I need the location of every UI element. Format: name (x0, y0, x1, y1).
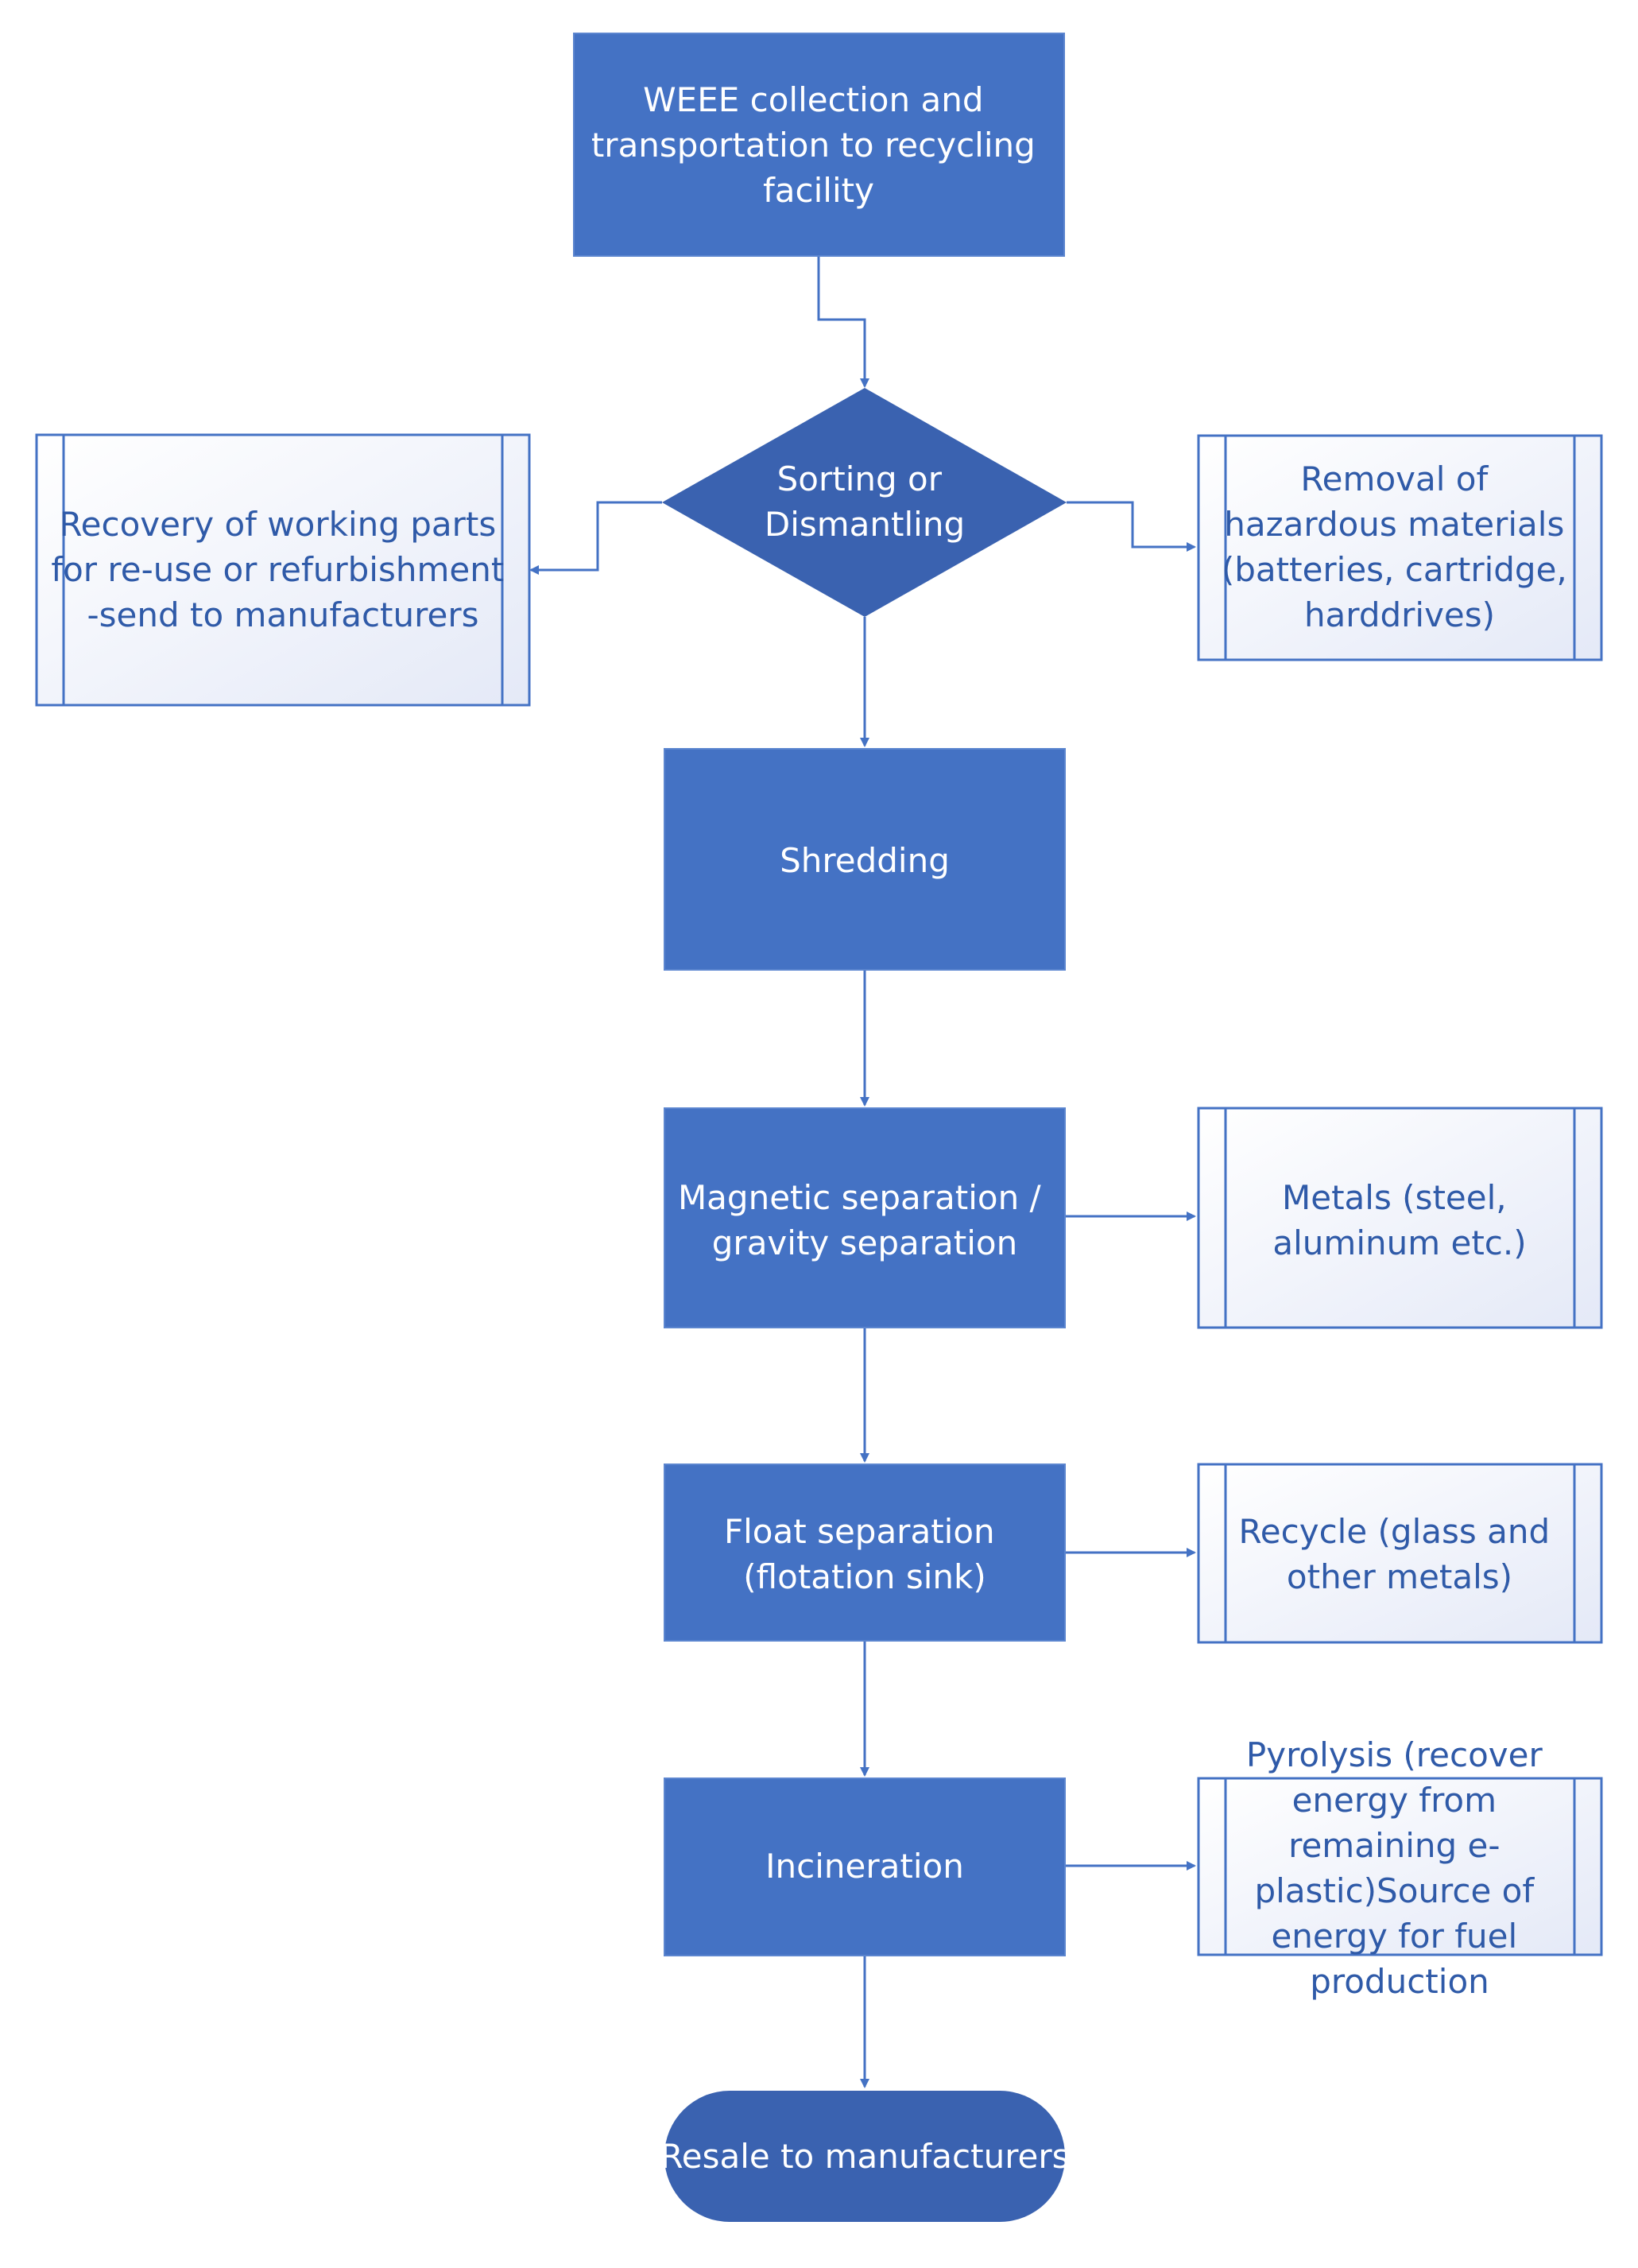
node-recovery-subprocess: Recovery of working parts for re-use or … (35, 433, 531, 707)
svg-text:Magnetic separation / gr: Magnetic separation / gravity separation (678, 1178, 1051, 1262)
connector-collection-to-sorting (817, 256, 869, 388)
recovery-label-line-3: -send to manufacturers (87, 595, 479, 634)
recycle-label-line-2: other metals) (1287, 1557, 1512, 1596)
magnetic-label-line-2: gravity separation (712, 1223, 1017, 1262)
svg-text:Shredding: Shredding (780, 841, 950, 880)
hazardous-label-line-2: hazardous materials (1224, 505, 1564, 544)
svg-text:Metals (steel, aluminum: Metals (steel, aluminum etc.) (1272, 1178, 1526, 1262)
svg-text:Pyrolysis (recover energ: Pyrolysis (recover energy from remaining… (1246, 1735, 1553, 2001)
hazardous-label-line-3: (batteries, cartridge, (1222, 550, 1567, 589)
node-pyrolysis-subprocess: Pyrolysis (recover energy from remaining… (1197, 1735, 1603, 2001)
pyrolysis-label-line-5: energy for fuel (1271, 1917, 1517, 1956)
connector-sorting-to-recovery (529, 501, 662, 575)
pyrolysis-label-line-3: remaining e- (1288, 1826, 1500, 1865)
svg-text:WEEE collection and tran: WEEE collection and transportation to re… (591, 80, 1046, 210)
collection-label-line-1: WEEE collection and (643, 80, 983, 119)
pyrolysis-label-line-1: Pyrolysis (recover (1246, 1735, 1543, 1774)
hazardous-label-line-4: harddrives) (1304, 595, 1495, 634)
svg-text:Resale to manufacturers: Resale to manufacturers (660, 2137, 1069, 2176)
collection-label-line-3: facility (763, 171, 874, 210)
svg-text:Recovery of working parts: Recovery of working parts for re-use or … (51, 505, 514, 634)
pyrolysis-label-line-2: energy from (1292, 1781, 1497, 1820)
pyrolysis-label-line-6: production (1310, 1962, 1489, 2001)
sorting-label-line-2: Dismantling (765, 505, 965, 544)
node-magnetic-separation: Magnetic separation / gravity separation (664, 1107, 1066, 1328)
metals-label-line-2: aluminum etc.) (1272, 1223, 1526, 1262)
node-shredding: Shredding (664, 748, 1066, 971)
node-sorting-decision: Sorting or Dismantling (662, 388, 1067, 617)
metals-label-line-1: Metals (steel, (1282, 1178, 1507, 1217)
svg-text:Recycle (glass and other: Recycle (glass and other metals) (1239, 1512, 1561, 1596)
connector-sorting-to-hazardous (1067, 501, 1196, 552)
recovery-label-line-1: Recovery of working parts (59, 505, 496, 544)
recovery-label-line-2: for re-use or refurbishment (51, 550, 504, 589)
hazardous-label-line-1: Removal of (1300, 459, 1489, 498)
node-float-separation: Float separation (flotation sink) (664, 1464, 1066, 1642)
shredding-label: Shredding (780, 841, 950, 880)
svg-text:Incineration: Incineration (765, 1847, 964, 1886)
float-label-line-1: Float separation (724, 1512, 995, 1551)
svg-text:Sorting or Dismantling: Sorting or Dismantling (765, 459, 965, 544)
pyrolysis-label-line-4: plastic)Source of (1254, 1871, 1535, 1910)
node-recycle-subprocess: Recycle (glass and other metals) (1197, 1463, 1603, 1644)
node-collection: WEEE collection and transportation to re… (573, 33, 1065, 257)
magnetic-label-line-1: Magnetic separation / (678, 1178, 1042, 1217)
collection-label-line-2: transportation to recycling (591, 126, 1036, 165)
resale-label: Resale to manufacturers (660, 2137, 1069, 2176)
float-label-line-2: (flotation sink) (743, 1557, 986, 1596)
node-hazardous-subprocess: Removal of hazardous materials (batterie… (1197, 434, 1603, 661)
sorting-label-line-1: Sorting or (777, 459, 943, 498)
node-metals-subprocess: Metals (steel, aluminum etc.) (1197, 1107, 1603, 1329)
node-resale-terminal: Resale to manufacturers (660, 2091, 1070, 2222)
recycle-label-line-1: Recycle (glass and (1239, 1512, 1551, 1551)
incineration-label: Incineration (765, 1847, 964, 1886)
node-incineration: Incineration (664, 1778, 1066, 1956)
svg-text:Removal of hazardous mat: Removal of hazardous materials (batterie… (1222, 459, 1578, 634)
svg-text:Float separation (flotat: Float separation (flotation sink) (724, 1512, 1005, 1596)
